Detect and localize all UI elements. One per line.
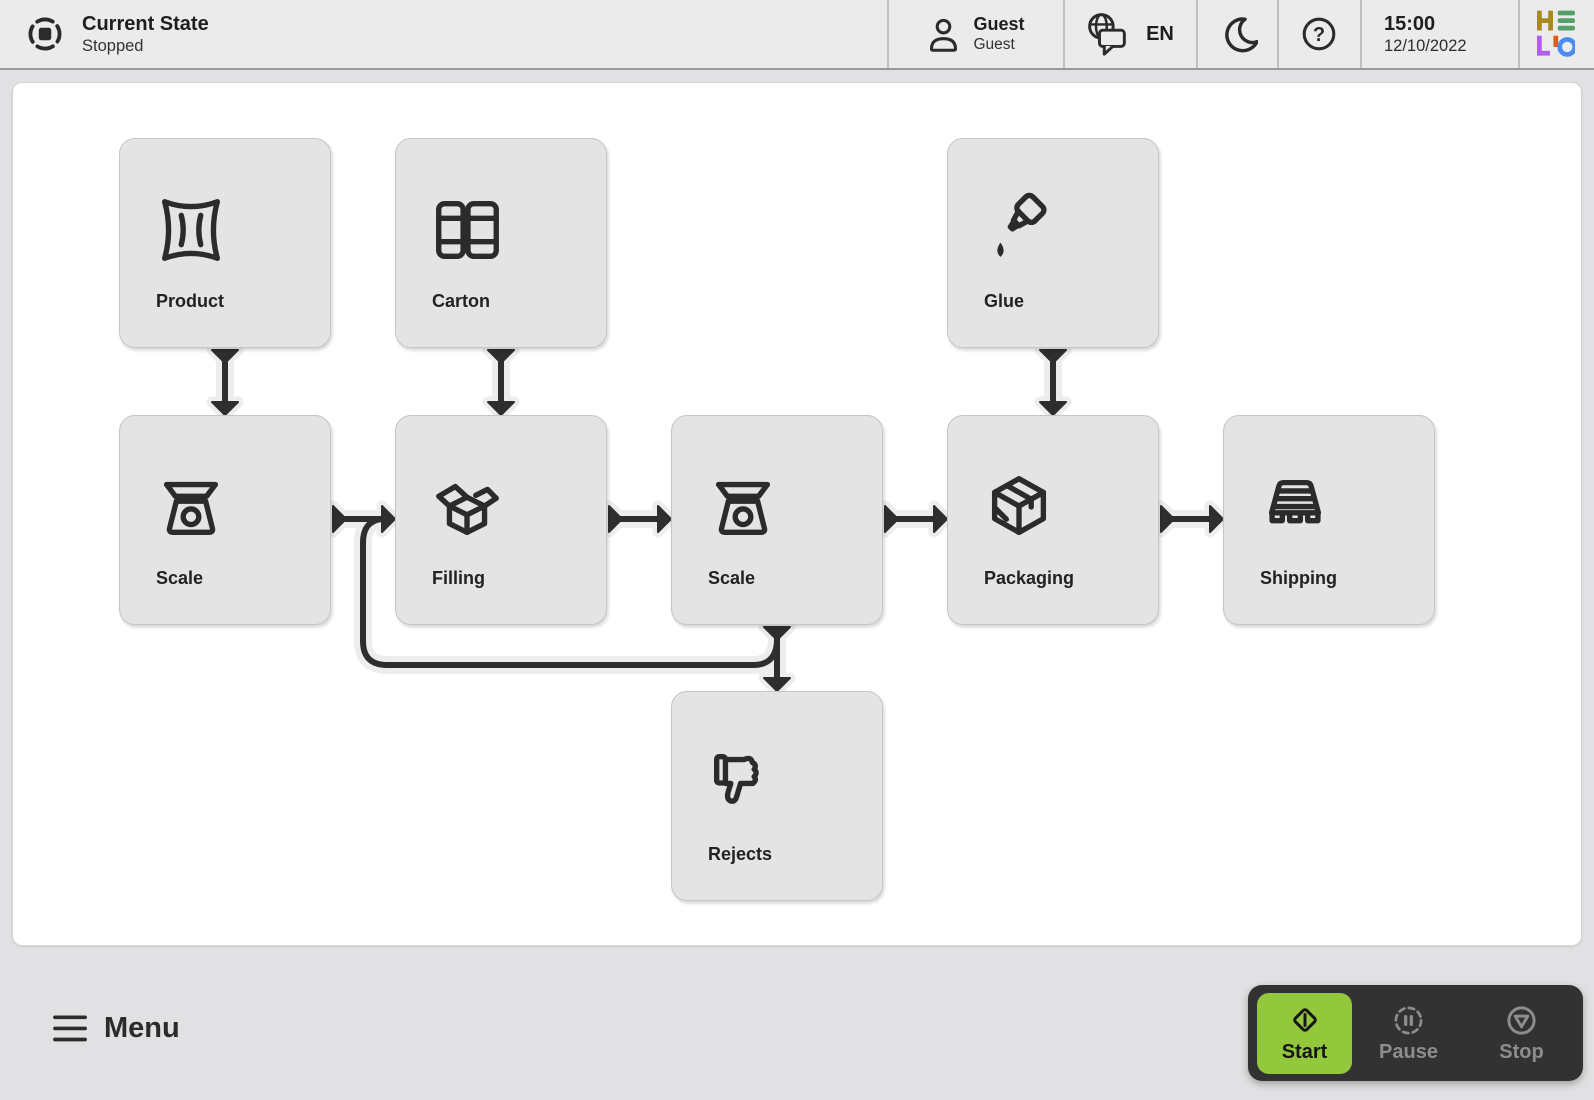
scale-icon xyxy=(715,481,771,536)
bag-icon xyxy=(161,199,221,261)
node-scale-infeed[interactable]: Scale xyxy=(119,415,331,625)
hamburger-icon xyxy=(53,1014,87,1041)
node-label: Carton xyxy=(432,291,490,311)
helio-logo xyxy=(1518,0,1594,68)
node-label: Glue xyxy=(984,291,1025,311)
stop-label: Stop xyxy=(1499,1040,1544,1063)
node-scale-check[interactable]: Scale xyxy=(671,415,883,625)
divider xyxy=(1063,0,1065,68)
scale-icon xyxy=(163,481,219,536)
helio-logo-icon xyxy=(1537,10,1575,57)
stopped-state-icon xyxy=(28,17,62,51)
stop-icon xyxy=(1507,1005,1536,1035)
state-title: Current State xyxy=(82,12,209,35)
divider xyxy=(1277,0,1279,68)
pause-button[interactable]: Pause xyxy=(1352,985,1465,1081)
dark-mode-button[interactable] xyxy=(1196,0,1277,68)
flow-connectors xyxy=(206,343,1229,697)
start-label: Start xyxy=(1281,1041,1328,1063)
divider xyxy=(1360,0,1362,68)
carton-blank-icon xyxy=(436,200,499,260)
node-label: Product xyxy=(156,291,225,311)
pause-label: Pause xyxy=(1379,1040,1438,1063)
flow-canvas: Product Carton Glue Scale xyxy=(12,82,1582,946)
top-bar: Current State Stopped Guest Guest EN xyxy=(0,0,1594,70)
time: 15:00 xyxy=(1384,12,1436,35)
moon-icon xyxy=(1224,17,1258,53)
node-label: Rejects xyxy=(708,844,773,864)
node-label: Scale xyxy=(708,568,756,588)
open-box-icon xyxy=(436,483,499,536)
language-button[interactable]: EN xyxy=(1063,0,1196,68)
user-icon xyxy=(930,18,958,52)
node-carton[interactable]: Carton xyxy=(395,138,607,348)
clock-display: 15:00 12/10/2022 xyxy=(1360,0,1518,68)
help-icon: ? xyxy=(1302,17,1335,51)
divider xyxy=(1196,0,1198,68)
node-shipping[interactable]: Shipping xyxy=(1223,415,1435,625)
node-packaging[interactable]: Packaging xyxy=(947,415,1159,625)
globe-chat-icon xyxy=(1088,13,1126,56)
node-label: Scale xyxy=(156,568,204,588)
start-icon xyxy=(1292,1008,1317,1032)
stop-button[interactable]: Stop xyxy=(1465,985,1578,1081)
menu-label: Menu xyxy=(104,1011,180,1044)
node-label: Packaging xyxy=(984,568,1075,588)
parcel-icon xyxy=(991,476,1047,536)
divider xyxy=(1518,0,1520,68)
node-filling[interactable]: Filling xyxy=(395,415,607,625)
divider xyxy=(887,0,889,68)
thumbs-down-icon xyxy=(713,753,759,804)
node-label: Shipping xyxy=(1260,568,1337,588)
node-glue[interactable]: Glue xyxy=(947,138,1159,348)
pallet-icon xyxy=(1268,479,1322,524)
help-button[interactable]: ? xyxy=(1277,0,1360,68)
menu-button[interactable]: Menu xyxy=(52,998,180,1058)
start-button[interactable]: Start xyxy=(1257,992,1352,1074)
node-rejects[interactable]: Rejects xyxy=(671,691,883,901)
user-name: Guest xyxy=(973,14,1025,34)
state-value: Stopped xyxy=(82,36,144,55)
pause-icon xyxy=(1394,1006,1423,1034)
glue-bottle-icon xyxy=(997,192,1047,257)
machine-state-indicator: Current State Stopped xyxy=(22,0,209,68)
language-code: EN xyxy=(1146,22,1174,45)
user-role: Guest xyxy=(973,36,1015,53)
node-label: Filling xyxy=(432,568,485,588)
svg-text:?: ? xyxy=(1312,24,1324,46)
node-product[interactable]: Product xyxy=(119,138,331,348)
machine-control-panel: Start Pause Stop xyxy=(1248,985,1583,1081)
user-menu-button[interactable]: Guest Guest xyxy=(887,0,1063,68)
date: 12/10/2022 xyxy=(1384,36,1467,55)
